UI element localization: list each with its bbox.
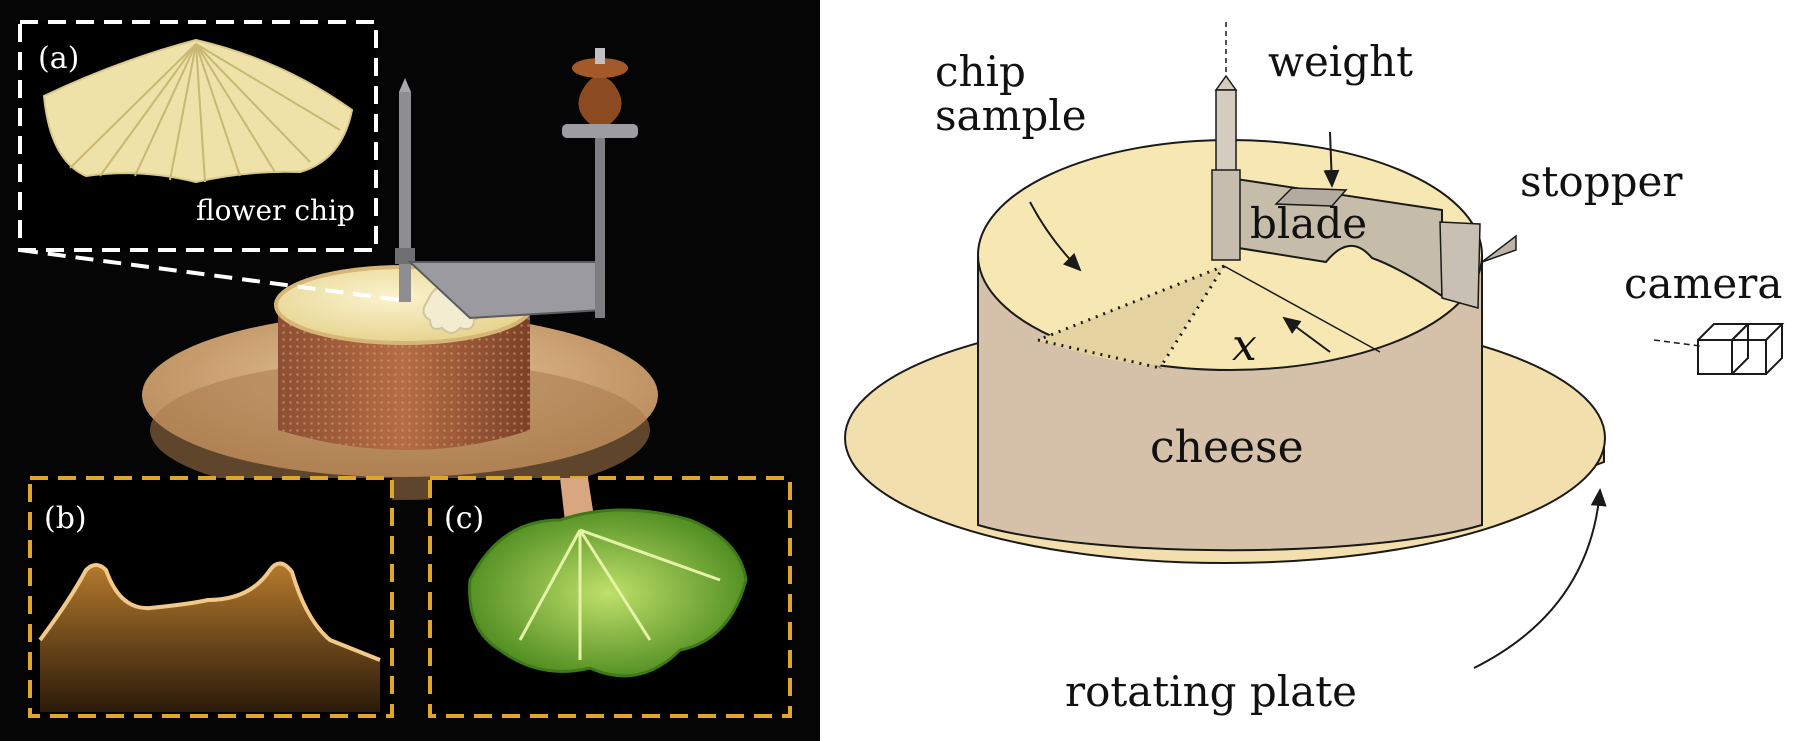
inset-c-tag: (c) — [444, 501, 484, 536]
stopper-label: stopper — [1520, 157, 1683, 206]
chip-sample-arrow — [1029, 201, 1082, 272]
spindle-schematic — [1211, 22, 1241, 261]
inset-a: (a) flower chip — [18, 20, 401, 302]
lettuce-image — [468, 508, 748, 678]
spindle-photo — [399, 92, 411, 302]
inset-a-leader — [19, 248, 401, 302]
inset-b-tag: (b) — [44, 501, 87, 536]
weight-arrow — [1323, 131, 1340, 188]
stopper-shape — [1439, 221, 1481, 309]
sample-label: sample — [935, 91, 1087, 140]
x-label: x — [1232, 320, 1257, 371]
photo-panel: (a) flower chip (b) (c) — [0, 0, 820, 741]
inset-a-tag: (a) — [38, 41, 79, 76]
camera-icon — [1653, 323, 1785, 375]
inset-c: (c) — [428, 476, 792, 718]
camera-label: camera — [1624, 259, 1782, 308]
weight-label: weight — [1268, 37, 1413, 86]
cut-wedge — [1038, 266, 1224, 366]
x-arrow — [1282, 316, 1331, 353]
chip-label: chip — [935, 47, 1026, 96]
blade-shape — [1214, 174, 1443, 298]
rotation-arrow — [1473, 488, 1607, 669]
girolle-handle-photo — [407, 48, 638, 320]
schematic-panel: chip sample weight blade stopper camera … — [844, 22, 1785, 716]
rotating-plate-label: rotating plate — [1065, 667, 1357, 716]
cheese-label: cheese — [1150, 422, 1304, 473]
weight-shape — [1274, 187, 1348, 207]
flower-chip-caption: flower chip — [196, 194, 355, 227]
blade-label: blade — [1250, 199, 1367, 248]
inset-b: (b) — [28, 476, 394, 718]
